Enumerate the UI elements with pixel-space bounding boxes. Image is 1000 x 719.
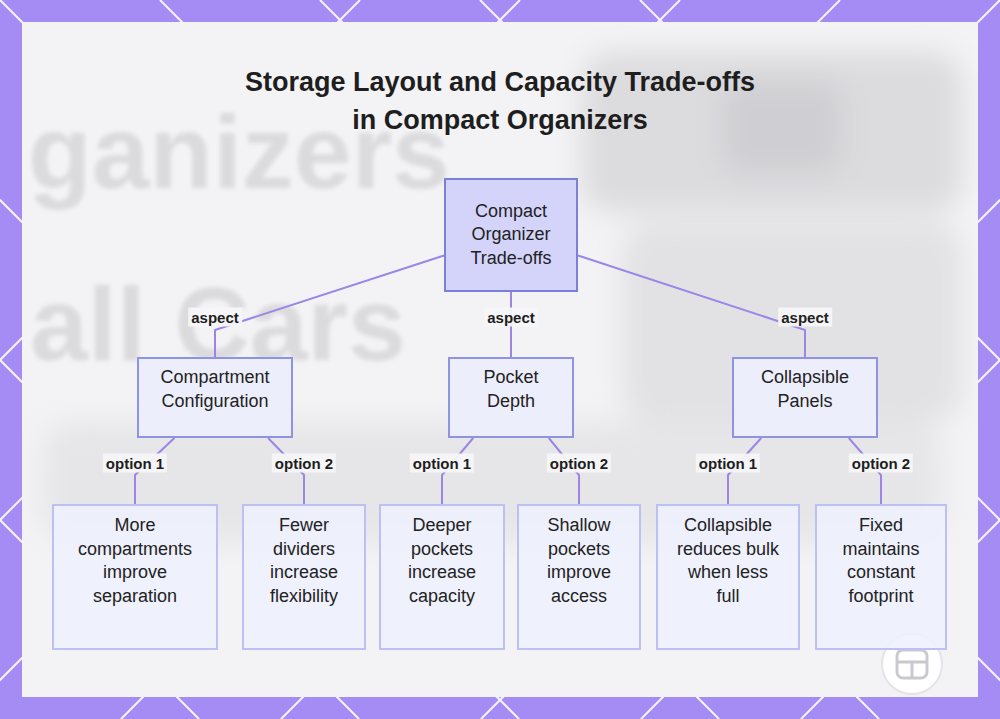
root-box: Compact Organizer Trade-offs	[444, 178, 578, 292]
edge-label: option 2	[547, 454, 611, 473]
connector-line	[215, 256, 444, 357]
option-box: Fixed maintains constant footprint	[815, 504, 947, 650]
diagram-title: Storage Layout and Capacity Trade-offs i…	[240, 63, 760, 139]
aspect-box: Compartment Configuration	[137, 357, 293, 438]
photo-shape	[622, 222, 962, 422]
edge-label: aspect	[484, 308, 538, 327]
node-text: Fixed maintains constant footprint	[833, 514, 929, 608]
connector-line	[578, 256, 805, 357]
logo-icon	[911, 662, 914, 678]
node-text: Compartment Configuration	[151, 366, 279, 413]
edge-label: aspect	[188, 308, 242, 327]
node-text: Pocket Depth	[462, 366, 560, 413]
option-box: More compartments improve separation	[52, 504, 218, 650]
option-box: Deeper pockets increase capacity	[379, 504, 505, 650]
node-text: Fewer dividers increase flexibility	[260, 514, 348, 608]
edge-label: option 1	[410, 454, 474, 473]
edge-label: option 2	[272, 454, 336, 473]
node-text: Compact Organizer Trade-offs	[468, 200, 554, 271]
edge-label: option 1	[103, 454, 167, 473]
text-wrap: Compact Organizer Trade-offs	[468, 200, 554, 271]
edge-label: option 1	[696, 454, 760, 473]
aspect-box: Pocket Depth	[448, 357, 574, 438]
logo-icon	[897, 650, 927, 678]
edge-label: aspect	[778, 308, 832, 327]
option-box: Shallow pockets improve access	[517, 504, 641, 650]
node-text: Shallow pockets improve access	[535, 514, 623, 608]
node-text: More compartments improve separation	[70, 514, 200, 608]
option-box: Fewer dividers increase flexibility	[242, 504, 366, 650]
edge-label: option 2	[849, 454, 913, 473]
node-text: Deeper pockets increase capacity	[397, 514, 487, 608]
aspect-box: Collapsible Panels	[732, 357, 878, 438]
node-text: Collapsible reduces bulk when less full	[674, 514, 782, 608]
node-text: Collapsible Panels	[746, 366, 864, 413]
option-box: Collapsible reduces bulk when less full	[656, 504, 800, 650]
